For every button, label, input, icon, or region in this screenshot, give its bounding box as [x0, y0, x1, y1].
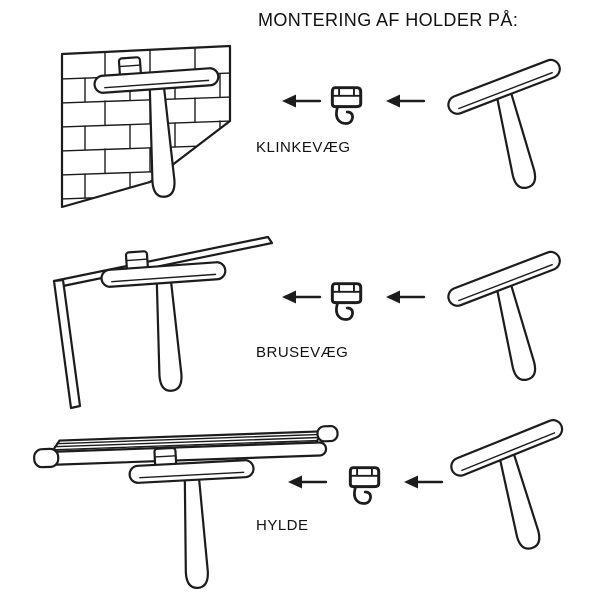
shelf-illustration — [33, 424, 339, 469]
label-hylde: HYLDE — [256, 517, 309, 534]
left-arrow-icon — [384, 93, 426, 109]
squeegee-icon — [447, 416, 600, 568]
holder-clip-icon — [348, 466, 381, 505]
left-arrow-icon — [280, 289, 322, 305]
left-arrow-icon — [402, 474, 444, 490]
left-arrow-icon — [384, 289, 426, 305]
left-arrow-icon — [280, 93, 322, 109]
mounted-squeegee-shelf — [127, 442, 261, 593]
holder-clip-icon — [330, 86, 363, 125]
squeegee-icon — [444, 56, 598, 206]
page-title: MONTERING AF HOLDER PÅ: — [258, 10, 519, 30]
label-klinkevaeg: KLINKEVÆG — [256, 139, 351, 156]
label-brusevaeg: BRUSEVÆG — [256, 344, 349, 361]
mounted-squeegee-shower-wall — [98, 244, 235, 397]
left-arrow-icon — [286, 474, 328, 490]
squeegee-icon — [444, 248, 598, 398]
holder-clip-icon — [330, 282, 363, 321]
